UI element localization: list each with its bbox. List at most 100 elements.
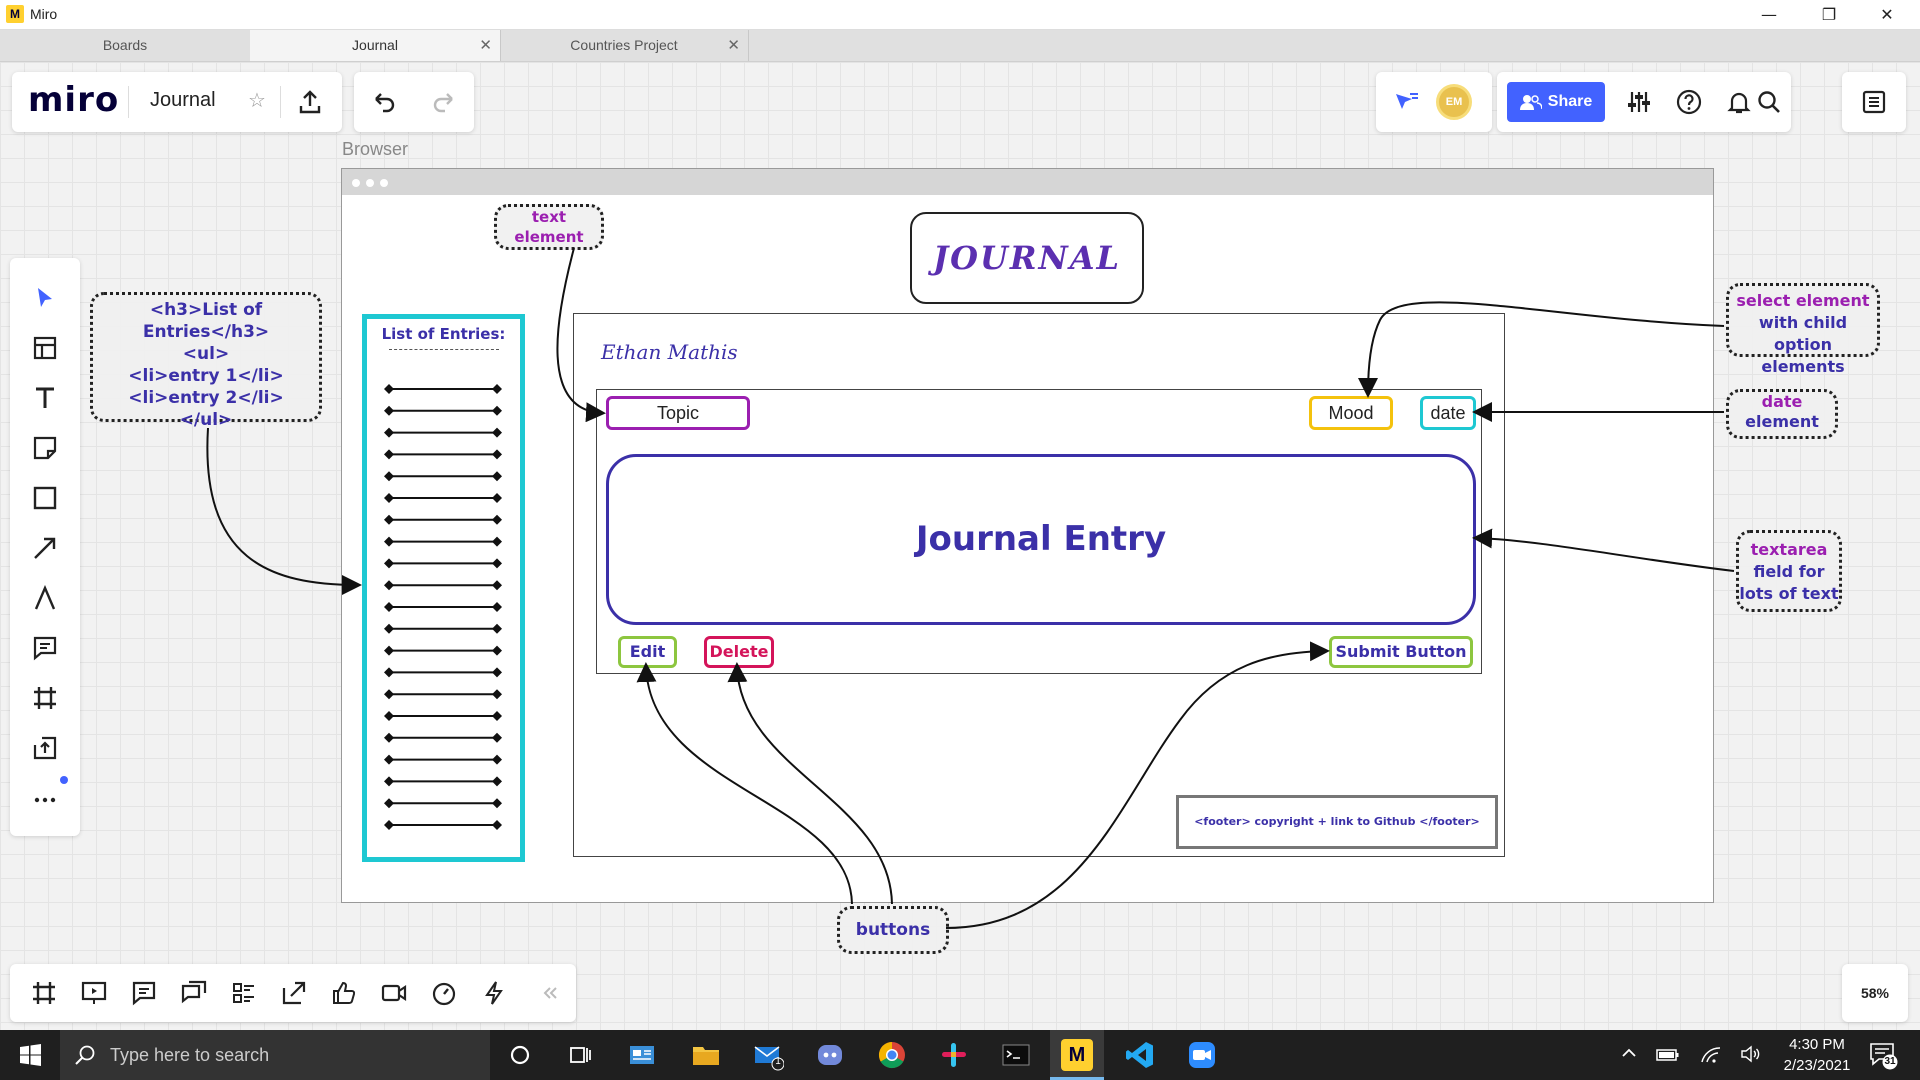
connection-line-icon[interactable] [27, 530, 63, 566]
note-select-element[interactable]: select element with child option element… [1726, 283, 1880, 376]
list-entry-line [384, 449, 502, 460]
browser-chrome-bar [342, 169, 1713, 195]
date-input[interactable]: date [1420, 396, 1476, 430]
chrome-icon[interactable] [876, 1039, 908, 1071]
browser-dot [366, 179, 374, 187]
screen-share-icon[interactable] [276, 975, 312, 1011]
note-textarea-field[interactable]: textarea field for lots of text [1736, 530, 1842, 612]
task-view-icon[interactable] [564, 1039, 596, 1071]
tab-countries-project[interactable]: Countries Project✕ [500, 30, 749, 61]
battery-icon[interactable] [1656, 1046, 1680, 1069]
bell-icon[interactable] [1721, 84, 1757, 120]
new-indicator-dot [60, 776, 68, 784]
shape-tool-icon[interactable] [27, 480, 63, 516]
close-window-button[interactable]: ✕ [1880, 5, 1894, 24]
chat-icon[interactable] [176, 975, 212, 1011]
list-entry-line [384, 645, 502, 656]
star-icon[interactable]: ☆ [248, 88, 266, 112]
select-cursor-icon[interactable] [27, 280, 63, 316]
list-entry-line [384, 798, 502, 809]
volume-icon[interactable] [1740, 1044, 1762, 1069]
more-tools-icon[interactable] [27, 780, 63, 816]
board-actions-panel: Share [1497, 72, 1791, 132]
collapse-chevrons-icon[interactable] [532, 975, 568, 1011]
footer-element[interactable]: <footer> copyright + link to Github </fo… [1176, 795, 1498, 849]
cortana-icon[interactable] [504, 1039, 536, 1071]
delete-button[interactable]: Delete [704, 636, 774, 668]
reactions-thumbs-up-icon[interactable] [326, 975, 362, 1011]
app-window-icon[interactable] [626, 1039, 658, 1071]
author-name[interactable]: Ethan Mathis [601, 340, 738, 364]
comment-icon[interactable] [27, 630, 63, 666]
topic-input[interactable]: Topic [606, 396, 750, 430]
clock-date[interactable]: 2/23/2021 [1783, 1057, 1851, 1074]
search-icon[interactable] [1751, 84, 1787, 120]
zoom-app-icon[interactable] [1186, 1039, 1218, 1071]
frame-title[interactable]: Browser [342, 139, 409, 159]
slack-icon[interactable] [938, 1039, 970, 1071]
tab-journal[interactable]: Journal✕ [250, 30, 501, 61]
zoom-level[interactable]: 58% [1842, 964, 1908, 1022]
show-hidden-icons-chevron[interactable] [1620, 1044, 1638, 1067]
vscode-icon[interactable] [1124, 1039, 1156, 1071]
journal-entry-textarea[interactable]: Journal Entry [606, 454, 1476, 625]
list-of-entries-panel[interactable]: List of Entries: [362, 314, 525, 862]
miro-logo[interactable]: miro [28, 80, 120, 120]
timer-icon[interactable] [426, 975, 462, 1011]
taskbar-search-box[interactable]: Type here to search [60, 1030, 490, 1080]
note-text-element[interactable]: text element [494, 204, 604, 250]
text-tool-icon[interactable] [27, 380, 63, 416]
board-header-panel: miro Journal ☆ [12, 72, 342, 132]
upload-icon[interactable] [27, 730, 63, 766]
note-buttons[interactable]: buttons [837, 906, 949, 954]
undo-icon[interactable] [366, 84, 402, 120]
submit-button[interactable]: Submit Button [1329, 636, 1473, 668]
wifi-icon[interactable] [1700, 1044, 1722, 1069]
templates-icon[interactable] [27, 330, 63, 366]
cards-list-icon[interactable] [226, 975, 262, 1011]
help-icon[interactable] [1671, 84, 1707, 120]
frame-tool-icon[interactable] [27, 680, 63, 716]
sticky-note-icon[interactable] [27, 430, 63, 466]
diamond-cap [492, 580, 502, 591]
avatar[interactable]: EM [1436, 84, 1472, 120]
notification-center-icon[interactable]: 31 [1868, 1040, 1898, 1075]
note-line: </ul> [179, 410, 233, 430]
lightning-apps-icon[interactable] [476, 975, 512, 1011]
board-outline-icon[interactable] [1856, 84, 1892, 120]
share-button[interactable]: Share [1507, 82, 1605, 122]
redo-icon[interactable] [426, 84, 462, 120]
list-entry-line [384, 405, 502, 416]
tab-boards[interactable]: Boards [0, 30, 251, 61]
mail-icon[interactable]: 1 [752, 1039, 785, 1071]
board-name[interactable]: Journal [150, 89, 216, 111]
note-line: <li>entry 2</li> [128, 388, 284, 408]
video-call-icon[interactable] [376, 975, 412, 1011]
windows-start-icon[interactable] [14, 1039, 46, 1071]
miro-taskbar-button[interactable]: M [1050, 1030, 1104, 1080]
minimize-button[interactable]: — [1761, 5, 1777, 24]
close-tab-icon[interactable]: ✕ [727, 37, 740, 54]
discord-icon[interactable] [814, 1039, 846, 1071]
diamond-cap [384, 449, 394, 460]
list-entry-line [384, 711, 502, 721]
pen-tool-icon[interactable] [27, 580, 63, 616]
mood-select[interactable]: Mood [1309, 396, 1393, 430]
file-explorer-icon[interactable] [690, 1039, 722, 1071]
note-date-element[interactable]: date element [1726, 389, 1838, 439]
settings-sliders-icon[interactable] [1621, 84, 1657, 120]
upload-export-icon[interactable] [292, 84, 328, 120]
comments-icon[interactable] [126, 975, 162, 1011]
terminal-icon[interactable] [1000, 1039, 1032, 1071]
frames-icon[interactable] [26, 975, 62, 1011]
edit-button[interactable]: Edit [618, 636, 677, 668]
journal-title[interactable]: JOURNAL [910, 212, 1144, 304]
close-tab-icon[interactable]: ✕ [479, 37, 492, 54]
presentation-icon[interactable] [76, 975, 112, 1011]
maximize-button[interactable]: ❐ [1821, 5, 1837, 24]
note-list-code[interactable]: <h3>List of Entries</h3> <ul> <li>entry … [90, 292, 322, 430]
window-titlebar: M Miro — ❐ ✕ [0, 0, 1920, 30]
follow-cursor-icon[interactable] [1388, 84, 1424, 120]
diamond-cap [384, 820, 394, 830]
clock-time[interactable]: 4:30 PM [1789, 1036, 1845, 1053]
